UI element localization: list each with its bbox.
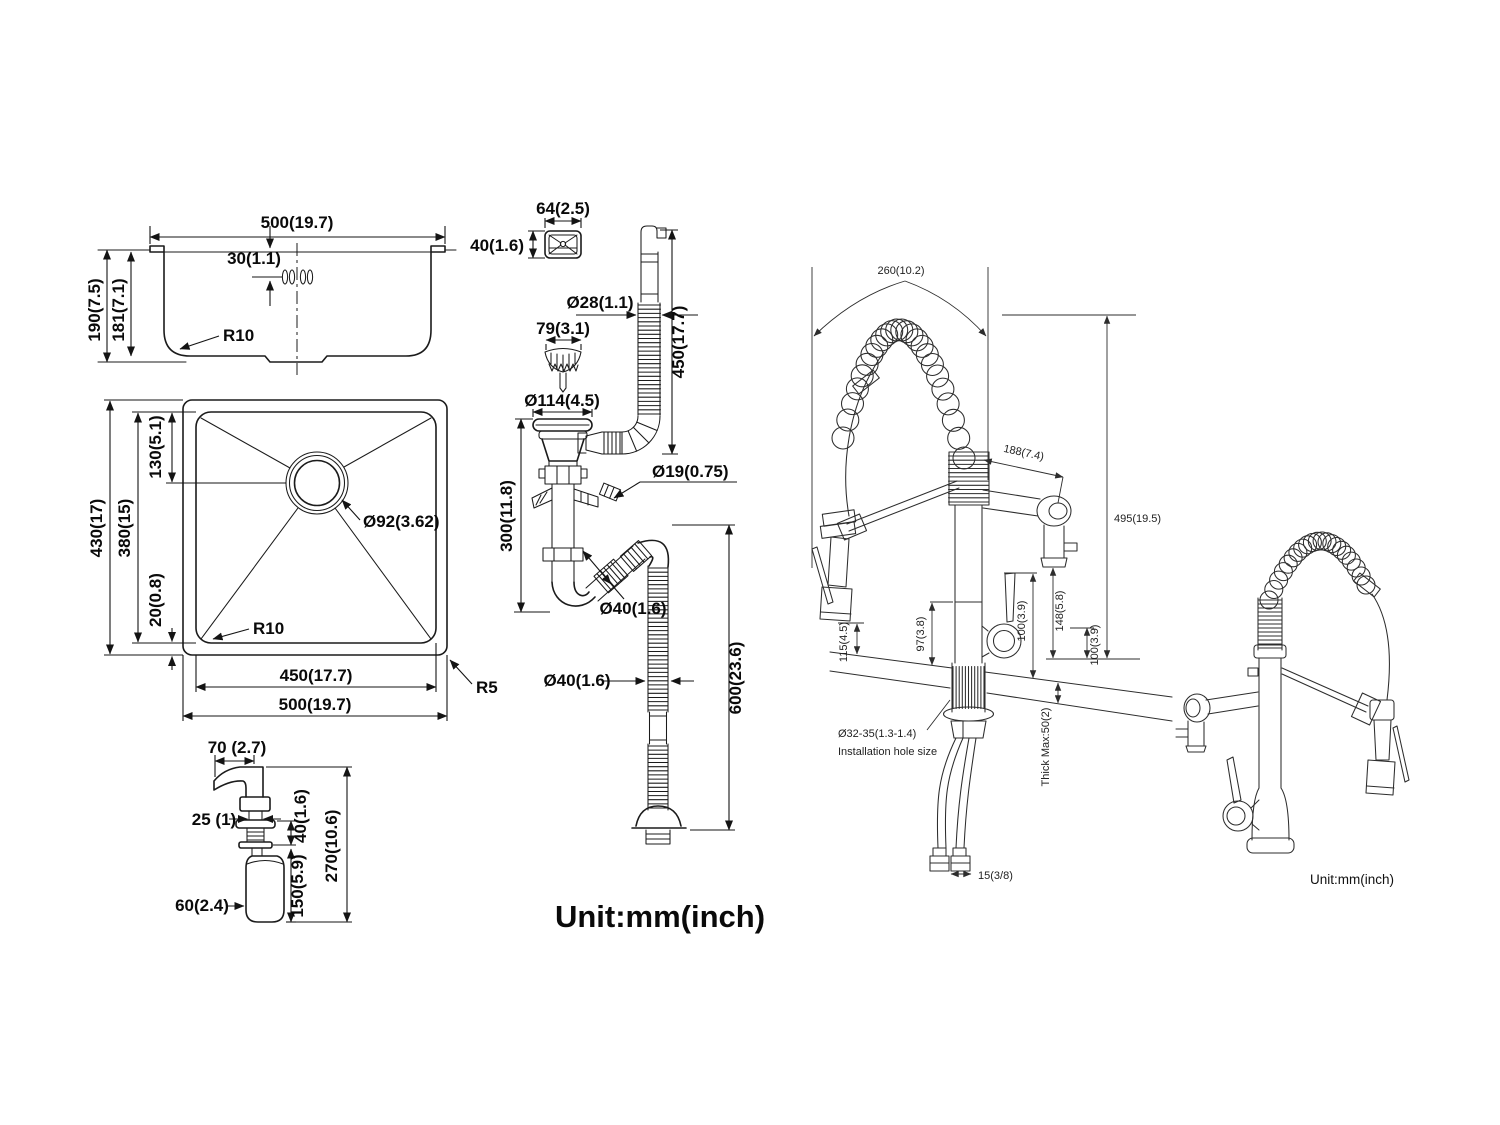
dim-total-height: 495(19.5): [1114, 513, 1161, 525]
dim-bottle-height: 150(5.9): [288, 854, 307, 917]
sink-top-view: 430(17) 380(15) 130(5.1) 20(0.8) Ø92(3.6…: [87, 399, 498, 721]
dim-tailpiece: 300(11.8): [497, 480, 516, 552]
dim-inner-width: 450(17.7): [280, 666, 353, 685]
dim-total-height: 270(10.6): [322, 810, 341, 883]
dim-overflow-hose-len: 450(17.7): [669, 306, 688, 379]
unit-note-large: Unit:mm(inch): [555, 899, 765, 934]
dim-outlet-to-deck: 100(3.9): [1089, 625, 1101, 666]
dim-nipple: Ø19(0.75): [652, 462, 729, 481]
dim-drain-from-top: 130(5.1): [146, 415, 165, 478]
dim-installation-hole: Ø32-35(1.3-1.4): [838, 728, 916, 740]
label-outer-radius: R5: [476, 678, 498, 697]
dim-drain-diameter: Ø92(3.62): [363, 512, 440, 531]
label-inner-radius: R10: [253, 619, 284, 638]
dim-hole-offset: 30(1.1): [227, 249, 281, 268]
dim-depth-outer: 190(7.5): [85, 278, 104, 341]
dim-overflow-width: 64(2.5): [536, 199, 590, 218]
dim-overflow-height: 40(1.6): [470, 236, 524, 255]
dim-corner-gap: 20(0.8): [146, 573, 165, 627]
faucet-dimension-drawing: 260(10.2) 4: [811, 265, 1173, 882]
dim-trap-dia: Ø40(1.6): [599, 599, 666, 618]
drain-assembly: 64(2.5) 40(1.6) Ø28(1.1) 450(17.7) 79(3.…: [470, 199, 745, 845]
dim-bottle-diameter: 60(2.4): [175, 896, 229, 915]
soap-dispenser: 70 (2.7) 25 (1) 40(1.6) 150(5.9) 270(10.…: [175, 738, 352, 923]
dim-hose-fitting: 15(3/8): [978, 870, 1013, 882]
label-bottom-radius: R10: [223, 326, 254, 345]
sink-side-view: 500(19.7) 30(1.1) 190(7.5) 181(7.1) R10: [85, 213, 457, 375]
dim-sink-width: 500(19.7): [261, 213, 334, 232]
dim-flange: Ø114(4.5): [524, 391, 600, 410]
label-installation-hole-note: Installation hole size: [838, 746, 937, 758]
dim-neck: 25 (1): [192, 810, 236, 829]
dim-overflow-hose-dia: Ø28(1.1): [566, 293, 633, 312]
dim-depth-inner: 181(7.1): [109, 278, 128, 341]
faucet-perspective-drawing: [1175, 531, 1410, 854]
dim-sprayer-clearance: 115(4.5): [838, 622, 850, 662]
dim-inner-depth: 380(15): [115, 499, 134, 558]
dim-outlet-dia: Ø40(1.6): [543, 671, 610, 690]
dim-deck-thickness: Thick Max:50(2): [1040, 708, 1052, 787]
dim-handle-height: 100(3.9): [1016, 601, 1028, 642]
dim-outer-width: 500(19.7): [279, 695, 352, 714]
dim-spout-outlet-height: 148(5.8): [1054, 591, 1066, 632]
dim-basket: 79(3.1): [536, 319, 590, 338]
dim-head-height: 40(1.6): [291, 789, 310, 843]
dim-outlet-len: 600(23.6): [726, 642, 745, 715]
dim-spout-reach: 188(7.4): [1002, 443, 1045, 463]
dim-outer-depth: 430(17): [87, 499, 106, 558]
unit-note-small: Unit:mm(inch): [1310, 872, 1394, 887]
dim-spout-reach: 70 (2.7): [208, 738, 267, 757]
dim-spring-span: 260(10.2): [877, 265, 924, 277]
dim-body-to-deck: 97(3.8): [915, 617, 927, 652]
